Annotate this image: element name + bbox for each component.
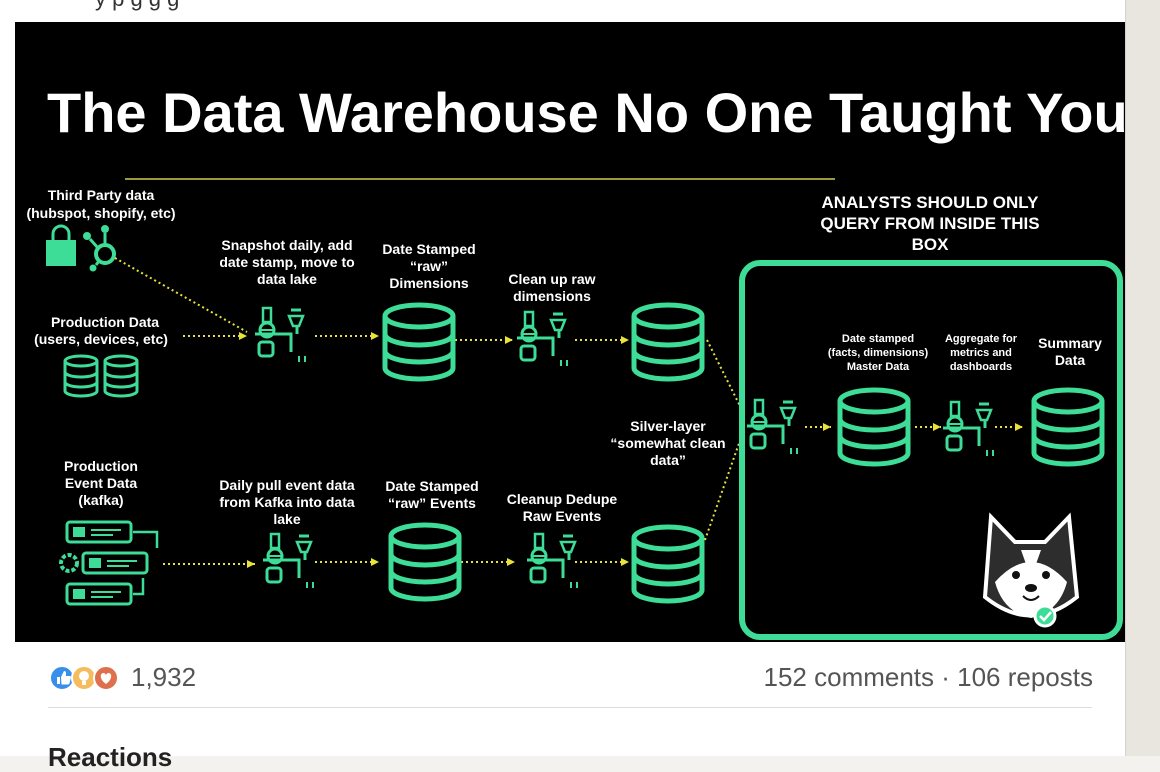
master-l2: (facts, dimensions): [828, 347, 929, 359]
event-source-l3: (kafka): [78, 492, 123, 508]
dedupe-l1: Cleanup Dedupe: [507, 491, 618, 507]
box-heading-l1: ANALYSTS SHOULD ONLY: [822, 193, 1040, 212]
raw-events-l1: Date Stamped: [385, 478, 478, 494]
silver-l1: Silver-layer: [630, 418, 706, 434]
third-party-sub: (hubspot, shopify, etc): [26, 205, 175, 221]
aggregate-l2: metrics and: [950, 347, 1012, 359]
reaction-count[interactable]: 1,932: [131, 662, 196, 692]
summary-l2: Data: [1055, 352, 1086, 368]
snapshot-l2: date stamp, move to: [219, 254, 354, 270]
production-title: Production Data: [51, 314, 159, 330]
social-counts-bar: 1,932 152 comments · 106 reposts: [15, 650, 1105, 702]
post-card: y p g g g: [0, 0, 1125, 756]
box-heading-l2: QUERY FROM INSIDE THIS: [820, 214, 1039, 233]
silver-l2: “somewhat clean: [610, 435, 725, 451]
dedupe-l2: Raw Events: [523, 508, 602, 524]
comments-reposts-count[interactable]: 152 comments · 106 reposts: [764, 662, 1094, 692]
reaction-icons[interactable]: [49, 664, 131, 692]
raw-dims-l3: Dimensions: [389, 275, 469, 291]
post-caption-fragment: y p g g g: [95, 0, 179, 12]
daily-pull-l2: from Kafka into data: [219, 494, 355, 510]
divider: [48, 707, 1092, 708]
clean-l1: Clean up raw: [508, 271, 595, 287]
snapshot-l3: data lake: [257, 271, 317, 287]
insightful-icon: [72, 666, 96, 690]
summary-l1: Summary: [1038, 335, 1102, 351]
snapshot-l1: Snapshot daily, add: [221, 237, 352, 253]
love-icon: [94, 666, 118, 690]
master-l1: Date stamped: [842, 333, 914, 345]
aggregate-l1: Aggregate for: [945, 333, 1018, 345]
clean-l2: dimensions: [513, 288, 591, 304]
data-warehouse-diagram: The Data Warehouse No One Taught You Thi…: [15, 22, 1125, 642]
right-rail: [1125, 0, 1160, 756]
raw-dims-l2: “raw”: [410, 258, 448, 274]
daily-pull-l3: lake: [273, 511, 300, 527]
third-party-title: Third Party data: [48, 187, 155, 203]
production-sub: (users, devices, etc): [34, 331, 168, 347]
post-image[interactable]: The Data Warehouse No One Taught You Thi…: [15, 22, 1125, 642]
box-heading-l3: BOX: [912, 235, 950, 254]
post-caption-strip: y p g g g: [15, 0, 1125, 22]
silver-l3: data”: [650, 452, 686, 468]
raw-dims-l1: Date Stamped: [382, 241, 475, 257]
daily-pull-l1: Daily pull event data: [219, 477, 355, 493]
aggregate-l3: dashboards: [950, 361, 1012, 373]
event-source-l2: Event Data: [65, 475, 138, 491]
diagram-title: The Data Warehouse No One Taught You: [47, 81, 1125, 144]
reactions-heading: Reactions: [48, 742, 172, 772]
event-source-l1: Production: [64, 458, 138, 474]
raw-events-l2: “raw” Events: [388, 495, 476, 511]
master-l3: Master Data: [847, 361, 910, 373]
like-icon: [50, 666, 74, 690]
